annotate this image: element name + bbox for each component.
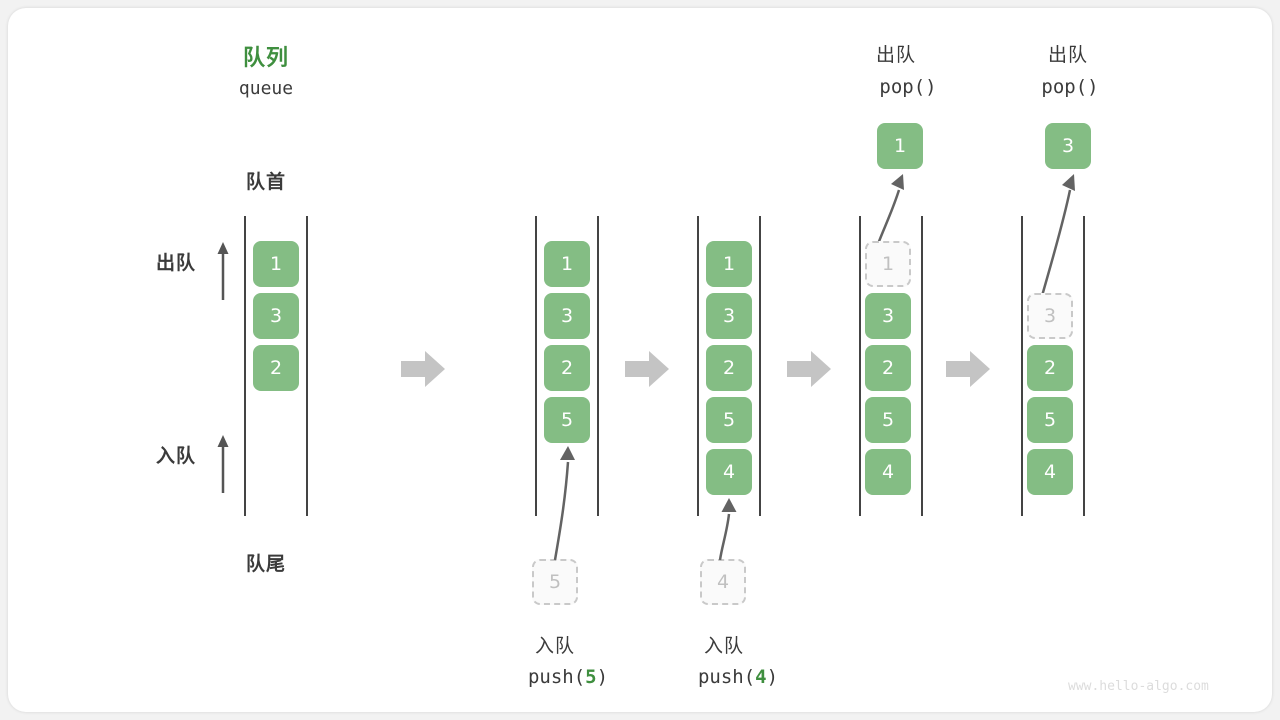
- queue-rail-left: [535, 216, 537, 516]
- push-value: 4: [755, 666, 767, 688]
- popped-cell: 1: [877, 123, 923, 169]
- queue-cell-removed: 3: [1027, 293, 1073, 339]
- incoming-ghost-cell: 4: [700, 559, 746, 605]
- queue-rear-label: 队尾: [245, 553, 287, 575]
- queue-cell: 2: [865, 345, 911, 391]
- incoming-ghost-cell: 5: [532, 559, 578, 605]
- pop-caption-code: pop(): [879, 76, 937, 98]
- queue-cell: 2: [544, 345, 590, 391]
- stage-caption-cn: 入队: [534, 635, 576, 657]
- queue-cell: 5: [706, 397, 752, 443]
- push-arrow: [718, 498, 737, 561]
- queue-cell: 3: [544, 293, 590, 339]
- queue-cell: 3: [253, 293, 299, 339]
- queue-cell: 4: [865, 449, 911, 495]
- stage-caption-code: push(4): [698, 666, 778, 688]
- queue-cell: 2: [253, 345, 299, 391]
- watermark: www.hello-algo.com: [1068, 679, 1209, 694]
- queue-rail-left: [1021, 216, 1023, 516]
- queue-rail-right: [306, 216, 308, 516]
- stage-caption-code: push(5): [528, 666, 608, 688]
- pop-arrow: [876, 174, 904, 245]
- push-arrow: [553, 446, 575, 561]
- enqueue-side-label: 入队: [156, 445, 197, 467]
- queue-cell: 2: [1027, 345, 1073, 391]
- queue-rail-right: [1083, 216, 1085, 516]
- push-prefix: push(: [527, 666, 586, 688]
- queue-cell-new: 4: [706, 449, 752, 495]
- queue-cell: 5: [1027, 397, 1073, 443]
- pop-caption-cn: 出队: [875, 44, 917, 66]
- queue-cell: 4: [1027, 449, 1073, 495]
- queue-rail-right: [759, 216, 761, 516]
- queue-cell: 2: [706, 345, 752, 391]
- step-arrow-icon: [625, 351, 669, 387]
- push-suffix: ): [766, 666, 779, 688]
- push-suffix: ): [596, 666, 609, 688]
- push-value: 5: [585, 666, 597, 688]
- queue-rail-left: [244, 216, 246, 516]
- stage-caption-cn: 入队: [703, 635, 745, 657]
- enqueue-direction-arrow: [217, 435, 229, 493]
- queue-rail-left: [697, 216, 699, 516]
- step-arrow-icon: [401, 351, 445, 387]
- pop-arrow: [1040, 174, 1075, 297]
- queue-cell: 1: [253, 241, 299, 287]
- pop-caption-cn: 出队: [1047, 44, 1089, 66]
- push-prefix: push(: [697, 666, 756, 688]
- figure-title-en: queue: [238, 78, 294, 99]
- popped-cell: 3: [1045, 123, 1091, 169]
- queue-cell: 1: [544, 241, 590, 287]
- queue-front-label: 队首: [245, 171, 287, 193]
- queue-rail-right: [597, 216, 599, 516]
- queue-cell-removed: 1: [865, 241, 911, 287]
- queue-rail-right: [921, 216, 923, 516]
- queue-cell: 1: [706, 241, 752, 287]
- step-arrow-icon: [787, 351, 831, 387]
- dequeue-side-label: 出队: [156, 252, 197, 274]
- queue-rail-left: [859, 216, 861, 516]
- step-arrow-icon: [946, 351, 990, 387]
- queue-cell: 5: [865, 397, 911, 443]
- figure-card: 队列 queue 队首 队尾 出队 入队 1 3 2: [8, 8, 1272, 712]
- pop-caption-code: pop(): [1041, 76, 1099, 98]
- queue-cell: 3: [865, 293, 911, 339]
- queue-cell-new: 5: [544, 397, 590, 443]
- figure-title-cn: 队列: [242, 46, 290, 71]
- dequeue-direction-arrow: [217, 242, 229, 300]
- queue-cell: 3: [706, 293, 752, 339]
